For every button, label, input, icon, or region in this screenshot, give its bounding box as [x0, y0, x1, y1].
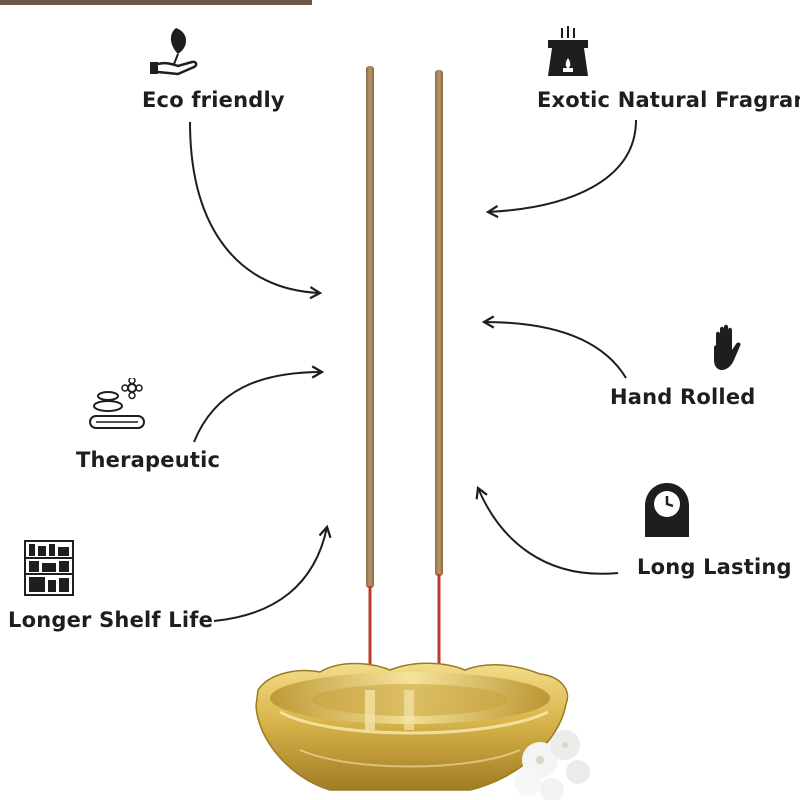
aroma-burner-icon	[544, 26, 592, 78]
arrow-exotic-fragrance	[485, 119, 637, 219]
feature-longer-shelf-life: Longer Shelf Life	[8, 608, 214, 632]
brass-holder	[255, 662, 569, 791]
spa-stones-icon	[86, 378, 146, 434]
arrow-therapeutic	[193, 365, 325, 443]
arrow-hand-rolled	[481, 315, 627, 379]
incense-stick-left	[366, 66, 374, 706]
top-accent-bar	[0, 0, 312, 5]
hand-leaf-icon	[148, 24, 204, 76]
arrow-long-lasting	[475, 485, 619, 575]
feature-exotic-fragrance: Exotic Natural Fragrance	[537, 88, 800, 112]
arrow-eco-friendly	[189, 121, 323, 300]
hand-icon	[710, 324, 746, 372]
feature-hand-rolled: Hand Rolled	[610, 385, 756, 409]
feature-eco-friendly: Eco friendly	[142, 88, 285, 112]
jasmine-flowers	[514, 730, 590, 800]
arrow-longer-shelf-life	[213, 524, 332, 622]
clock-icon	[643, 482, 691, 538]
incense-stick-right	[435, 70, 443, 704]
feature-long-lasting: Long Lasting	[637, 555, 792, 579]
feature-therapeutic: Therapeutic	[76, 448, 221, 472]
shelf-icon	[24, 540, 74, 596]
